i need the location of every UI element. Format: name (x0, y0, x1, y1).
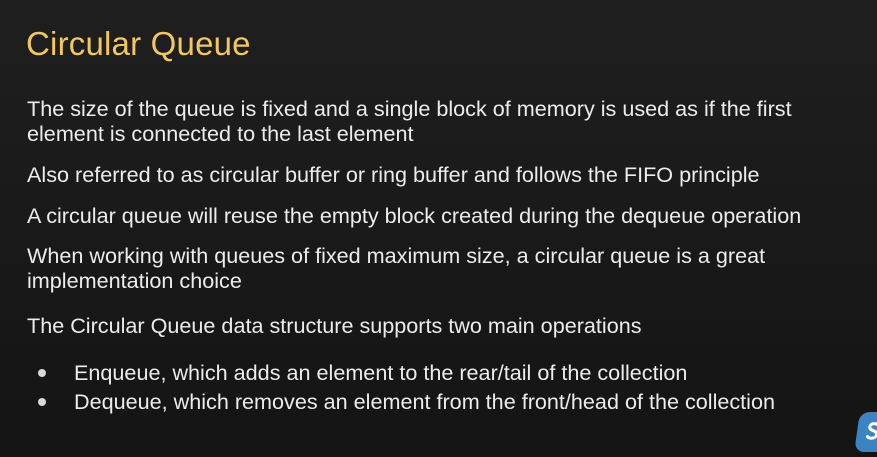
paragraph-reuse-block: A circular queue will reuse the empty bl… (27, 203, 802, 228)
paragraph-ring-buffer: Also referred to as circular buffer or r… (27, 162, 760, 187)
list-item-dequeue: Dequeue, which removes an element from t… (27, 387, 847, 416)
logo-badge-icon (854, 412, 877, 452)
slide-title: Circular Queue (26, 25, 251, 62)
list-item-text: Enqueue, which adds an element to the re… (74, 360, 688, 385)
list-item-text: Dequeue, which removes an element from t… (74, 389, 775, 414)
bullet-icon (38, 369, 46, 377)
operations-list: Enqueue, which adds an element to the re… (27, 358, 847, 416)
bullet-icon (38, 398, 46, 406)
logo-s-icon (865, 422, 877, 440)
paragraph-operations: The Circular Queue data structure suppor… (27, 313, 642, 338)
paragraph-implementation-choice: When working with queues of fixed maximu… (27, 243, 766, 293)
paragraph-fixed-size: The size of the queue is fixed and a sin… (27, 96, 792, 146)
list-item-enqueue: Enqueue, which adds an element to the re… (27, 358, 847, 387)
